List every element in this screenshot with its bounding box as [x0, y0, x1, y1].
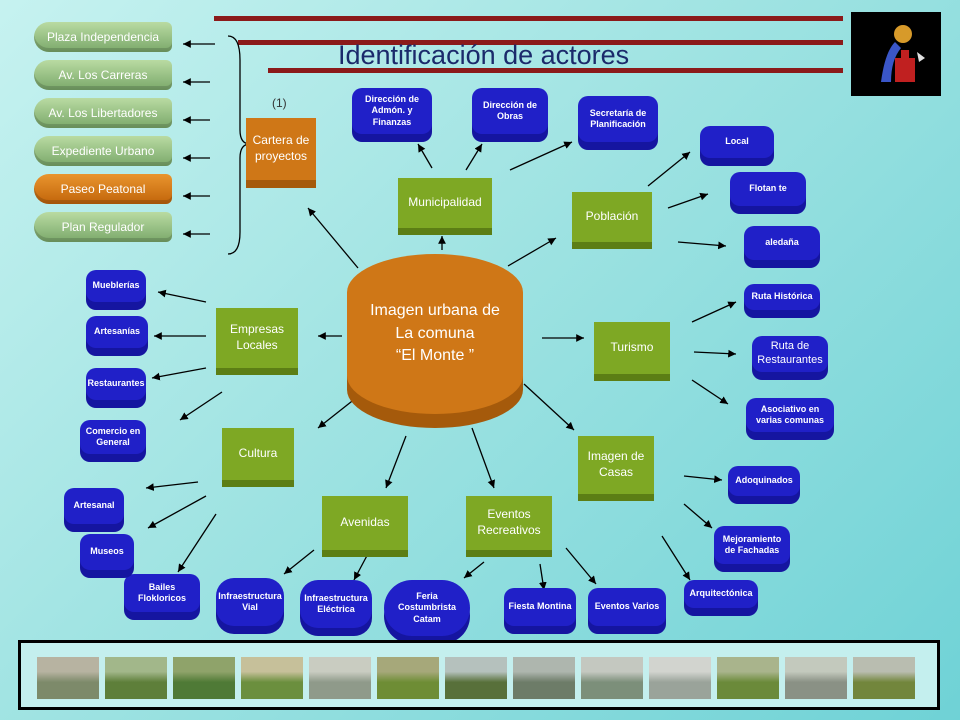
photo-thumbnail[interactable]: [309, 657, 371, 699]
node-turismo[interactable]: Turismo: [594, 322, 670, 374]
photo-thumbnail[interactable]: [649, 657, 711, 699]
node-empresas-locales[interactable]: Empresas Locales: [216, 308, 298, 368]
photo-thumbnail[interactable]: [241, 657, 303, 699]
note-marker: (1): [272, 96, 287, 110]
photo-strip: [18, 640, 940, 710]
leaf-secretaria-planificacion[interactable]: Secretaría de Planificación: [578, 96, 658, 142]
leaf-adoquinados[interactable]: Adoquinados: [728, 466, 800, 496]
menu-item-5[interactable]: Plan Regulador: [34, 212, 172, 242]
photo-thumbnail[interactable]: [513, 657, 575, 699]
header-rule-2: [238, 40, 843, 45]
node-cartera-proyectos[interactable]: Cartera de proyectos: [246, 118, 316, 180]
photo-thumbnail[interactable]: [717, 657, 779, 699]
leaf-museos[interactable]: Museos: [80, 534, 134, 570]
leaf-artesanal[interactable]: Artesanal: [64, 488, 124, 524]
leaf-aledana[interactable]: aledaña: [744, 226, 820, 260]
photo-thumbnail[interactable]: [853, 657, 915, 699]
photo-thumbnail[interactable]: [445, 657, 507, 699]
central-topic-line2: La comuna: [395, 324, 475, 342]
photo-thumbnail[interactable]: [173, 657, 235, 699]
photo-thumbnail[interactable]: [105, 657, 167, 699]
page-title: Identificación de actores: [338, 40, 630, 70]
node-municipalidad[interactable]: Municipalidad: [398, 178, 492, 228]
leaf-direccion-obras[interactable]: Dirección de Obras: [472, 88, 548, 134]
central-topic[interactable]: Imagen urbana de La comuna “El Monte ”: [347, 254, 523, 414]
leaf-bailes-flokloricos[interactable]: Bailes Flokloricos: [124, 574, 200, 612]
leaf-local[interactable]: Local: [700, 126, 774, 158]
leaf-infraestructura-vial[interactable]: Infraestructura Vial: [216, 578, 284, 626]
leaf-fiesta-montina[interactable]: Fiesta Montina: [504, 588, 576, 626]
node-eventos-recreativos[interactable]: Eventos Recreativos: [466, 496, 552, 550]
node-avenidas[interactable]: Avenidas: [322, 496, 408, 550]
leaf-direccion-admon[interactable]: Dirección de Admón. y Finanzas: [352, 88, 432, 134]
leaf-flotante[interactable]: Flotan te: [730, 172, 806, 206]
header-rule-1: [214, 16, 843, 21]
photo-thumbnail[interactable]: [785, 657, 847, 699]
leaf-mueblerias[interactable]: Mueblerías: [86, 270, 146, 302]
leaf-infraestructura-electrica[interactable]: Infraestructura Eléctrica: [300, 580, 372, 628]
leaf-restaurantes[interactable]: Restaurantes: [86, 368, 146, 400]
photo-thumbnail[interactable]: [37, 657, 99, 699]
central-topic-line3: “El Monte ”: [395, 347, 475, 365]
photo-thumbnail[interactable]: [377, 657, 439, 699]
photo-thumbnail[interactable]: [581, 657, 643, 699]
leaf-feria-costumbrista[interactable]: Feria Costumbrista Catam: [384, 580, 470, 636]
central-topic-line1: Imagen urbana de: [370, 302, 500, 320]
menu-item-4[interactable]: Paseo Peatonal: [34, 174, 172, 204]
logo: [851, 12, 941, 96]
leaf-mejoramiento-fachadas[interactable]: Mejoramiento de Fachadas: [714, 526, 790, 564]
node-cultura[interactable]: Cultura: [222, 428, 294, 480]
leaf-eventos-varios[interactable]: Eventos Varios: [588, 588, 666, 626]
menu-item-3[interactable]: Expediente Urbano: [34, 136, 172, 166]
node-imagen-casas[interactable]: Imagen de Casas: [578, 436, 654, 494]
leaf-artesanias[interactable]: Artesanías: [86, 316, 148, 348]
leaf-asociativo[interactable]: Asociativo en varias comunas: [746, 398, 834, 432]
node-poblacion[interactable]: Población: [572, 192, 652, 242]
leaf-arquitectonica[interactable]: Arquitectónica: [684, 580, 758, 608]
menu-item-0[interactable]: Plaza Independencia: [34, 22, 172, 52]
leaf-ruta-historica[interactable]: Ruta Histórica: [744, 284, 820, 310]
menu-item-1[interactable]: Av. Los Carreras: [34, 60, 172, 90]
leaf-ruta-restaurantes[interactable]: Ruta de Restaurantes: [752, 336, 828, 372]
leaf-comercio-general[interactable]: Comercio en General: [80, 420, 146, 454]
menu-item-2[interactable]: Av. Los Libertadores: [34, 98, 172, 128]
header-rule-3: [268, 68, 843, 73]
